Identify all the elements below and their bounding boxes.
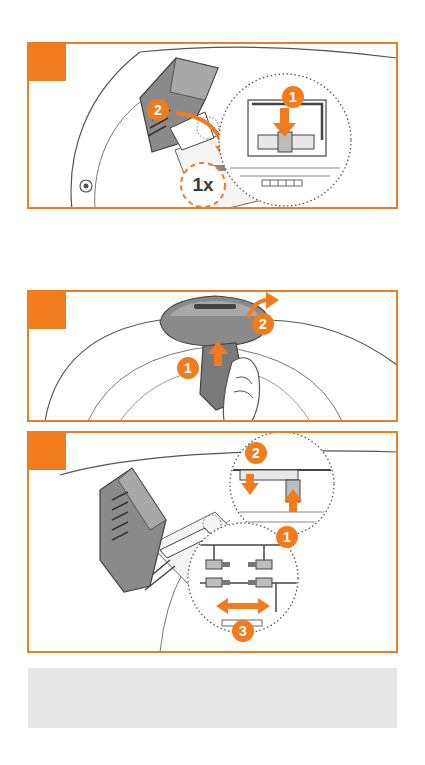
helmet-shell [270, 320, 397, 365]
connector-pin [248, 580, 256, 585]
callout-number: 1 [282, 86, 304, 108]
down-arrow-shaft [246, 474, 254, 484]
step-marker [28, 43, 66, 81]
main-unit-top [170, 58, 218, 100]
magnifier-circle [230, 432, 334, 536]
helmet-lines [230, 168, 340, 176]
unit-ribs [112, 492, 128, 540]
down-arrow-head [241, 483, 259, 495]
lift-arrow-head [266, 292, 279, 309]
unit-slot [194, 304, 236, 309]
click-circle [181, 163, 225, 207]
connector [206, 578, 222, 587]
callout-number: 1 [177, 357, 199, 379]
magnifier-circle [219, 74, 351, 206]
magnifier-circle [188, 523, 298, 633]
panel-one-art [71, 47, 397, 208]
slide-arrow-head-right [258, 598, 270, 614]
slide-arrow-shaft [226, 603, 260, 609]
up-arrow-head [284, 489, 302, 501]
callout-number: 2 [245, 442, 267, 464]
panel-frame [28, 43, 397, 208]
vent-slots [262, 180, 302, 186]
step-marker [28, 291, 66, 329]
connector [256, 560, 272, 569]
push-arrow-shaft [280, 108, 289, 124]
helmet-shell [45, 320, 160, 421]
panel-frame [28, 432, 397, 652]
callout-number: 1 [276, 526, 298, 548]
main-unit [140, 58, 218, 152]
panel-frame [28, 291, 397, 421]
magnifier-content [230, 100, 340, 186]
up-arrow-shaft [289, 500, 297, 512]
connector [256, 578, 272, 587]
helmet-screw [80, 180, 92, 192]
magnifier-content [200, 545, 300, 626]
panel-three-art [60, 432, 397, 652]
push-arrow-head [273, 123, 296, 137]
repeat-count: 1x [181, 173, 225, 197]
panel-two-art [45, 292, 397, 421]
helmet-screw-center [84, 184, 89, 189]
cable [200, 545, 300, 583]
helmet-edge [140, 47, 397, 58]
connector-pin [222, 562, 230, 567]
main-unit-top [170, 301, 260, 316]
helmet-edge [60, 451, 397, 475]
rotate-arrow [176, 113, 224, 148]
push-arrow-head [208, 341, 228, 354]
magnifier-content [225, 470, 340, 522]
helmet-shell [71, 52, 140, 208]
callout-number: 2 [252, 313, 274, 335]
slide-arrow-head-left [216, 598, 228, 614]
connector-pin [248, 562, 256, 567]
bracket-frame [248, 100, 326, 156]
vent-ticks [270, 180, 294, 186]
connector-pin [222, 580, 230, 585]
helmet-lines [230, 512, 340, 522]
hand-fingers [234, 377, 253, 398]
main-unit-side [118, 468, 166, 530]
connector [206, 560, 222, 569]
callout-number: 3 [232, 620, 254, 642]
step-marker [28, 432, 66, 470]
helmet-liner [95, 95, 150, 208]
callout-number: 2 [147, 99, 169, 121]
main-unit [100, 468, 166, 592]
hand [223, 358, 259, 421]
push-arrow-shaft [214, 352, 222, 366]
note-box [28, 668, 397, 728]
